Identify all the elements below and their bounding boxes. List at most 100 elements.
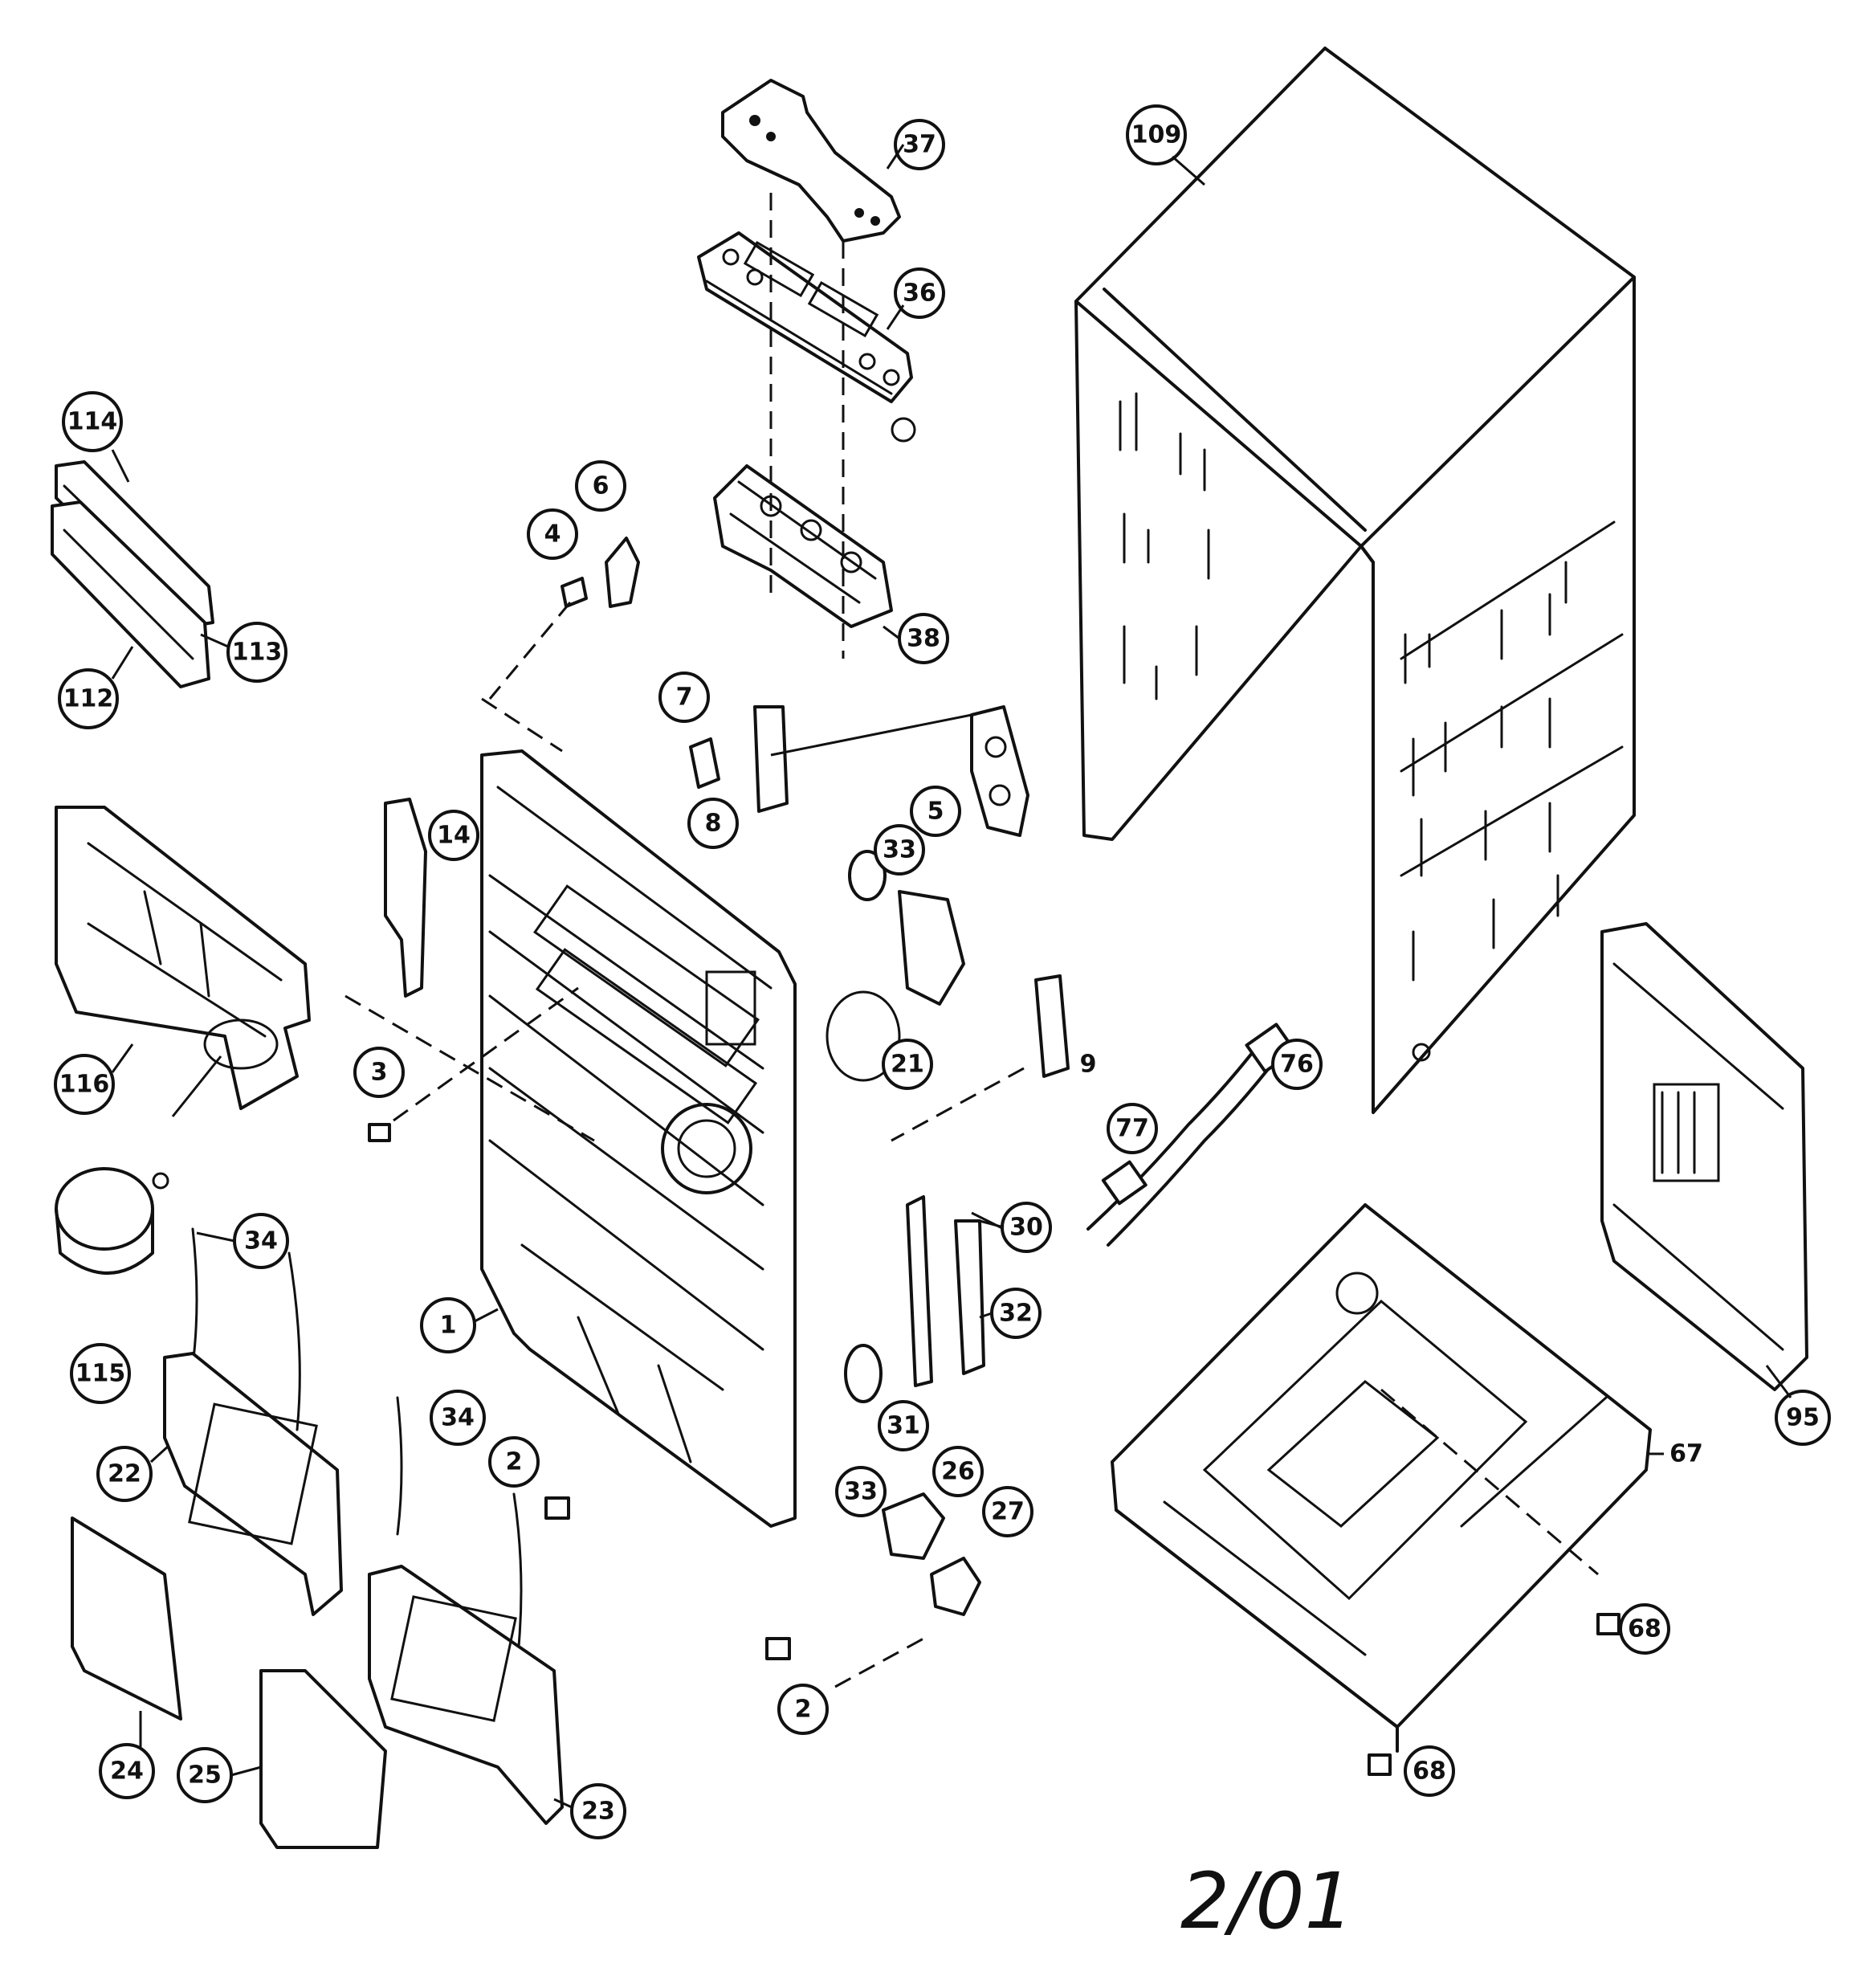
- pcb-5: [970, 705, 1029, 837]
- svg-text:5: 5: [927, 798, 944, 826]
- svg-text:27: 27: [991, 1498, 1025, 1526]
- front-panel-1: [480, 749, 797, 1528]
- svg-text:38: 38: [907, 625, 940, 653]
- cassette-holder-23: [368, 1565, 564, 1825]
- bracket-14: [384, 798, 427, 998]
- transformer-95: [1600, 922, 1808, 1391]
- parts-26-27: [882, 1492, 981, 1616]
- svg-text:6: 6: [593, 472, 609, 500]
- svg-text:26: 26: [941, 1458, 975, 1486]
- svg-text:95: 95: [1786, 1404, 1820, 1432]
- callout-38: 38: [898, 613, 949, 664]
- callout-23: 23: [570, 1783, 626, 1839]
- control-panel-36: [697, 231, 916, 443]
- callout-116: 116: [54, 1054, 115, 1115]
- spring-34-left: [191, 1227, 301, 1431]
- front-grille-116: [55, 806, 311, 1110]
- svg-text:37: 37: [903, 131, 936, 159]
- callout-24: 24: [99, 1743, 155, 1799]
- callout-109: 109: [1126, 104, 1187, 165]
- callouts: 114 113 112 116 115 34 22 24 25 34 23 1 …: [54, 104, 1831, 1839]
- svg-text:2: 2: [795, 1696, 812, 1724]
- svg-text:67: 67: [1669, 1440, 1703, 1468]
- page-code: 2/01: [1180, 1856, 1354, 1946]
- svg-text:32: 32: [999, 1300, 1033, 1328]
- callout-30: 30: [1001, 1202, 1052, 1253]
- svg-text:115: 115: [75, 1360, 126, 1388]
- knob-115: [55, 1167, 169, 1275]
- callout-67: 67: [1669, 1440, 1703, 1468]
- callout-68-right: 68: [1619, 1603, 1670, 1655]
- svg-text:112: 112: [63, 685, 114, 713]
- callout-37: 37: [894, 119, 945, 170]
- callout-25: 25: [177, 1747, 233, 1803]
- cabinet-cover-109: [1074, 47, 1636, 1114]
- callout-95: 95: [1775, 1390, 1831, 1446]
- svg-text:77: 77: [1115, 1115, 1149, 1143]
- svg-text:68: 68: [1628, 1615, 1661, 1643]
- callout-33-lower: 33: [835, 1466, 887, 1517]
- callout-2-upper: 2: [488, 1436, 540, 1488]
- svg-text:116: 116: [59, 1071, 110, 1099]
- svg-text:2: 2: [506, 1448, 523, 1476]
- svg-text:76: 76: [1280, 1051, 1314, 1079]
- parts-7-8: [689, 705, 789, 813]
- svg-text:68: 68: [1413, 1757, 1446, 1786]
- callout-1: 1: [420, 1297, 476, 1353]
- callout-36: 36: [894, 267, 945, 319]
- callout-112: 112: [58, 668, 119, 729]
- callout-76: 76: [1271, 1039, 1323, 1090]
- svg-text:25: 25: [188, 1761, 222, 1790]
- switch-board-38: [713, 464, 893, 628]
- svg-text:21: 21: [891, 1051, 924, 1079]
- callout-31: 31: [878, 1400, 929, 1451]
- svg-text:36: 36: [903, 280, 936, 308]
- callout-114: 114: [62, 391, 123, 452]
- callout-3: 3: [353, 1047, 405, 1098]
- top-bracket-37: [721, 79, 901, 243]
- callout-22: 22: [96, 1446, 153, 1502]
- svg-text:23: 23: [581, 1798, 615, 1826]
- parts-30-31-32: [906, 1195, 1005, 1387]
- callout-8: 8: [687, 798, 739, 849]
- svg-text:24: 24: [110, 1757, 144, 1786]
- svg-text:34: 34: [244, 1227, 278, 1255]
- callout-34-left: 34: [233, 1213, 289, 1269]
- svg-text:31: 31: [887, 1412, 920, 1440]
- feet-68: [1368, 1613, 1620, 1776]
- svg-text:8: 8: [705, 810, 722, 838]
- callout-2-lower: 2: [777, 1684, 829, 1735]
- callout-6: 6: [575, 460, 626, 512]
- cassette-door-24: [71, 1517, 182, 1721]
- callout-33-upper: 33: [874, 824, 925, 876]
- power-cord-76-77: [1086, 1023, 1297, 1247]
- svg-text:109: 109: [1131, 121, 1182, 149]
- svg-text:4: 4: [544, 520, 561, 549]
- callout-113: 113: [226, 622, 287, 683]
- svg-text:14: 14: [437, 822, 471, 850]
- feet-2: [544, 1496, 791, 1660]
- svg-text:1: 1: [440, 1312, 457, 1340]
- svg-text:3: 3: [371, 1059, 388, 1087]
- svg-text:22: 22: [108, 1460, 141, 1488]
- svg-text:9: 9: [1080, 1051, 1097, 1079]
- callout-32: 32: [990, 1288, 1042, 1339]
- chassis-67: [1111, 1203, 1652, 1753]
- cassette-door-25: [259, 1669, 387, 1849]
- callout-9: 9: [1080, 1051, 1097, 1079]
- callout-14: 14: [428, 810, 479, 861]
- svg-text:7: 7: [676, 684, 693, 712]
- cassette-holder-22: [163, 1352, 343, 1616]
- svg-text:114: 114: [67, 408, 118, 436]
- callout-77: 77: [1107, 1103, 1158, 1154]
- svg-text:34: 34: [441, 1404, 475, 1432]
- callout-26: 26: [932, 1446, 984, 1497]
- callout-5: 5: [910, 786, 961, 837]
- part-3: [368, 1123, 391, 1142]
- callout-34-right: 34: [430, 1390, 486, 1446]
- door-panels-112-114: [51, 460, 214, 688]
- parts-33-21-9: [826, 850, 1070, 1403]
- svg-text:113: 113: [232, 639, 283, 667]
- callout-27: 27: [982, 1486, 1033, 1537]
- svg-text:33: 33: [883, 836, 916, 864]
